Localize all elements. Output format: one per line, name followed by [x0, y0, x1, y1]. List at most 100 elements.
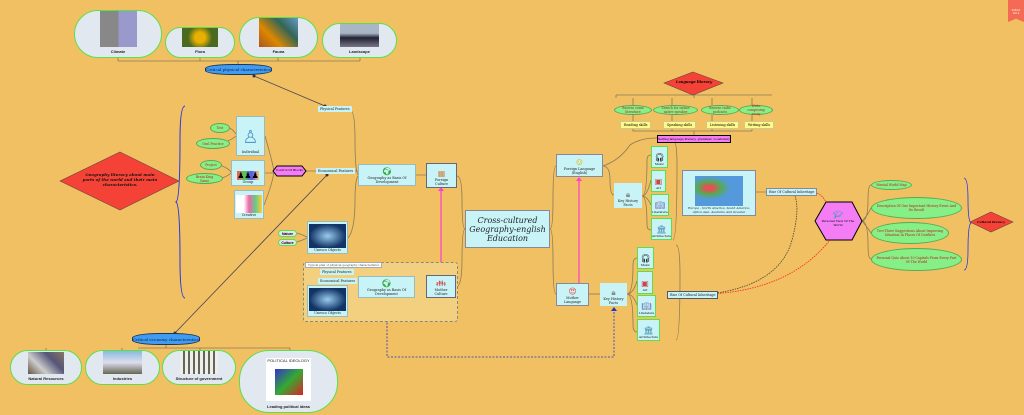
literature-label: Literature: [638, 311, 655, 315]
activity-node[interactable]: Search for online native speaker: [653, 105, 698, 115]
hat-icon: 🎓︎: [832, 210, 844, 219]
personal-item[interactable]: Personal Quiz About 10 Capitals From Eve…: [871, 248, 962, 271]
personal-view-node[interactable]: 🎓︎Personal View Of The World: [818, 210, 858, 227]
landscape-image: [340, 24, 379, 47]
group-economical-features[interactable]: Economical Features: [318, 278, 358, 284]
world-map-node[interactable]: Europe , North America, South America, A…: [682, 170, 756, 216]
cultural-literacy-diamond: [969, 211, 1014, 233]
mother-culture-label: Mother Culture: [434, 288, 448, 296]
heart-eyes-icon: 😍︎: [568, 287, 577, 296]
art-node-top[interactable]: ▣Art: [651, 170, 666, 192]
nature-node[interactable]: Nature: [278, 230, 297, 237]
central-topic[interactable]: Cross-cultured Geography-english Educati…: [465, 210, 550, 248]
smiley-icon: ☺: [575, 158, 584, 167]
language-literacy-diamond: [663, 71, 724, 96]
fauna-image: [259, 18, 298, 47]
lock-icon: 🔒︎: [611, 288, 616, 297]
building-icon: 🏛︎: [643, 326, 654, 335]
individual-label: Individual: [241, 150, 260, 154]
government-image: [180, 351, 218, 374]
mother-language-node[interactable]: 😍︎Mother Language: [556, 283, 589, 306]
personal-view-hexagon: [814, 201, 863, 241]
group-physical-features[interactable]: Physical Features: [320, 269, 354, 275]
map-icon: ▦: [437, 169, 446, 178]
headphones-icon: 🎧︎: [640, 254, 651, 263]
mother-culture-node[interactable]: 👪︎Mother Culture: [426, 275, 456, 298]
skill-node[interactable]: Reading skills: [620, 121, 652, 129]
music-node-bottom[interactable]: 🎧︎Music: [637, 247, 654, 269]
rise-top-node[interactable]: Rise Of Cultural Inheritage: [766, 188, 818, 196]
climate-label: Climate: [110, 49, 126, 54]
key-facts-label: Key History Facts: [617, 199, 639, 207]
control-of-blocks-label[interactable]: Control Of Blocks: [276, 168, 303, 172]
book-icon: 📖︎: [654, 201, 666, 210]
natural-resources-node[interactable]: Natural Resources: [10, 350, 82, 385]
structure-government-label: Structure of government: [175, 376, 223, 381]
foreign-language-node[interactable]: ☺Foreign Language (English): [556, 154, 603, 177]
flora-node[interactable]: Flora: [165, 27, 235, 58]
foreign-culture-node[interactable]: ▦Foreign Culture: [426, 163, 457, 188]
headphones-icon: 🎧︎: [654, 153, 665, 162]
climate-node[interactable]: Climate: [74, 10, 162, 58]
literature-node-top[interactable]: 📖︎Literature: [651, 194, 669, 216]
critical-physical-node[interactable]: Critical physical characteristics: [205, 64, 272, 75]
architecture-node-top[interactable]: 🏛︎Architecture: [651, 218, 672, 240]
key-facts-top-node[interactable]: 🔒︎Key History Facts: [614, 183, 642, 208]
music-node-top[interactable]: 🎧︎Music: [651, 146, 668, 168]
unesco-node[interactable]: Unesco Objects: [307, 221, 348, 254]
activity-node[interactable]: Write composing essay: [739, 104, 773, 116]
physical-features-node[interactable]: Physical Features: [318, 106, 352, 112]
personal-item[interactable]: Description Of One Important History Eve…: [871, 197, 962, 219]
cultural-literacy-label: Cultural literacy: [977, 220, 1005, 224]
skill-node[interactable]: Speaking skills: [663, 121, 697, 129]
art-icon: ▣: [654, 177, 663, 186]
individual-node[interactable]: ♙Individual: [236, 116, 265, 156]
culture-node[interactable]: Culture: [278, 239, 297, 246]
personal-item[interactable]: Mental World Map: [871, 180, 912, 190]
creative-node[interactable]: Creative: [234, 190, 264, 219]
art-label: Art: [642, 288, 648, 292]
rise-bottom-node[interactable]: Rise Of Cultural Inheritage: [667, 291, 719, 299]
natural-resources-label: Natural Resources: [28, 376, 64, 381]
group-node[interactable]: ♟♟♟Group: [231, 160, 265, 186]
group-unesco-node[interactable]: Unesco Objects: [307, 285, 348, 317]
selling-node[interactable]: Selling language literacy, grammar, voca…: [657, 135, 731, 143]
personal-item[interactable]: Two-Three Suggestions About Improving Si…: [871, 222, 949, 244]
activity-node[interactable]: Browse some literature: [614, 105, 652, 115]
geo-basis-node[interactable]: 🌍︎Geography as Basis Of Development: [358, 164, 416, 186]
foreign-culture-label: Foreign Culture: [434, 178, 449, 186]
skill-node[interactable]: Writing skills: [744, 121, 775, 129]
book-icon: 📖︎: [641, 302, 652, 311]
mother-language-label: Mother Language: [563, 296, 581, 304]
oral-practice-node[interactable]: Oral Practice: [196, 138, 230, 149]
art-label: Art: [656, 186, 661, 190]
test-node[interactable]: Test: [210, 123, 230, 133]
unesco-image: [309, 288, 346, 311]
political-chart-square: [274, 369, 303, 395]
typical-plan-title: Typical plan of physical geography chara…: [305, 262, 383, 268]
group-geo-basis-node[interactable]: 🌍︎Geography as Basis Of Development: [358, 276, 415, 298]
political-chart-image: POLITICAL IDEOLOGY: [266, 358, 311, 401]
economical-features-node[interactable]: Economical Features: [316, 168, 356, 174]
literature-label: Literature: [652, 210, 668, 214]
architecture-node-bottom[interactable]: 🏛︎Architecture: [637, 319, 660, 341]
architecture-label: Architecture: [651, 234, 672, 238]
fauna-node[interactable]: Fauna: [239, 17, 318, 58]
literature-node-bottom[interactable]: 📖︎Literature: [637, 295, 656, 317]
landscape-node[interactable]: Landscape: [322, 23, 397, 58]
industries-node[interactable]: Industries: [85, 350, 160, 385]
key-facts-bottom-node[interactable]: 🔒︎Key History Facts: [600, 283, 627, 306]
skill-node[interactable]: Listening skills: [706, 121, 740, 129]
world-map-image: [695, 176, 743, 206]
structure-government-node[interactable]: Structure of government: [162, 350, 236, 385]
architecture-label: Architecture: [638, 335, 659, 339]
climate-image: [99, 11, 137, 47]
art-node-bottom[interactable]: ▣Art: [637, 271, 653, 294]
brain-king-node[interactable]: Brain King Game: [186, 173, 223, 184]
activity-node[interactable]: Browse radio podcasts: [701, 105, 739, 115]
natural-resources-image: [28, 352, 64, 374]
group-geo-basis-label: Geography as Basis Of Development: [367, 288, 406, 296]
critical-economy-node[interactable]: Critical economy characteristics: [132, 333, 200, 345]
project-node[interactable]: Project: [200, 160, 222, 170]
